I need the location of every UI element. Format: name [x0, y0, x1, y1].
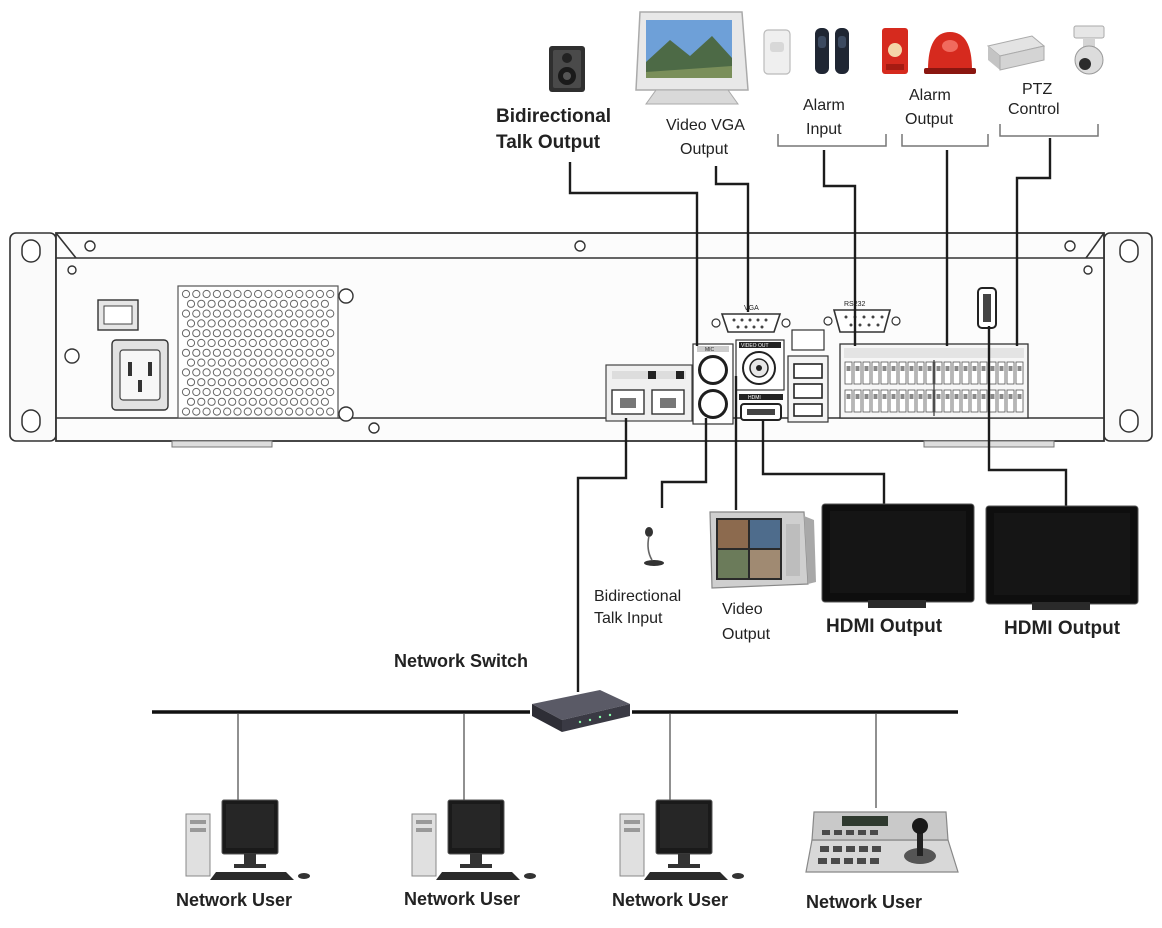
- ptz-wire: [1015, 138, 1052, 346]
- alarm-output-label: Alarm Output: [905, 87, 955, 128]
- usb-ports: [787, 329, 829, 423]
- ptz-keyboard-icon: [805, 811, 959, 873]
- network-user-2-label: Network User: [404, 889, 520, 909]
- vga-monitor-icon: [635, 11, 749, 105]
- alarm-output-bracket: [901, 134, 989, 147]
- dvr-chassis: MIC VIDEO OUT HDMI VGA: [9, 232, 1153, 448]
- talk-input-label: Bidirectional Talk Input: [594, 588, 686, 627]
- hdmi-2-wire: [987, 326, 1068, 508]
- network-user-3-pc-icon: [619, 799, 744, 880]
- alarm-input-bracket: [777, 134, 887, 147]
- video-monitor-icon: [709, 511, 816, 589]
- alarm-input-label: Alarm Input: [803, 97, 849, 138]
- network-wire: [576, 418, 628, 692]
- vga-wire: [714, 166, 750, 312]
- ptz-control-label: PTZ Control: [1008, 81, 1060, 118]
- audio-jack-block: MIC: [692, 343, 734, 425]
- hdmi-monitor-1-icon: [821, 503, 975, 608]
- microphone-icon: [644, 527, 664, 566]
- vga-output-label: Video VGA Output: [666, 117, 748, 158]
- lan-port-block: [605, 364, 693, 422]
- video-out-bnc: VIDEO OUT: [735, 339, 785, 391]
- ptz-decoder-icon: [986, 35, 1046, 71]
- video-output-label: Video Output: [722, 601, 771, 643]
- svg-text:MIC: MIC: [705, 347, 715, 353]
- hdmi-output-1-label: HDMI Output: [826, 616, 943, 637]
- hdmi-1-wire: [761, 420, 886, 504]
- vga-port: VGA: [711, 305, 791, 333]
- pir-sensor-icon: [763, 29, 791, 75]
- alarm-beacon-icon: [924, 32, 976, 74]
- beam-detector-icon: [815, 28, 849, 74]
- hdmi-port-1: HDMI: [739, 394, 783, 421]
- alarm-terminal-block: [839, 343, 1029, 419]
- svg-text:HDMI: HDMI: [748, 395, 761, 401]
- alarm-input-wire: [822, 150, 857, 346]
- network-user-1-pc-icon: [185, 799, 310, 880]
- network-user-2-pc-icon: [411, 799, 536, 880]
- ptz-camera-icon: [1073, 25, 1105, 75]
- hdmi-port-2: [977, 287, 997, 329]
- network-user-4-label: Network User: [806, 892, 922, 912]
- speaker-icon: [549, 46, 585, 92]
- talk-output-label: Bidirectional Talk Output: [496, 106, 616, 153]
- network-switch-label: Network Switch: [394, 651, 528, 671]
- ptz-control-bracket: [999, 124, 1099, 137]
- svg-text:VIDEO OUT: VIDEO OUT: [741, 343, 769, 349]
- network-user-3-label: Network User: [612, 890, 728, 910]
- talk-output-wire: [568, 162, 699, 346]
- network-user-1-label: Network User: [176, 890, 292, 910]
- fan-grille-holes: [181, 289, 335, 416]
- hdmi-monitor-2-icon: [985, 505, 1139, 610]
- talk-input-wire: [660, 418, 708, 508]
- alarm-siren-icon: [882, 28, 908, 74]
- hdmi-output-2-label: HDMI Output: [1004, 618, 1121, 639]
- svg-text:VGA: VGA: [744, 305, 759, 312]
- network-switch-icon: [532, 690, 630, 732]
